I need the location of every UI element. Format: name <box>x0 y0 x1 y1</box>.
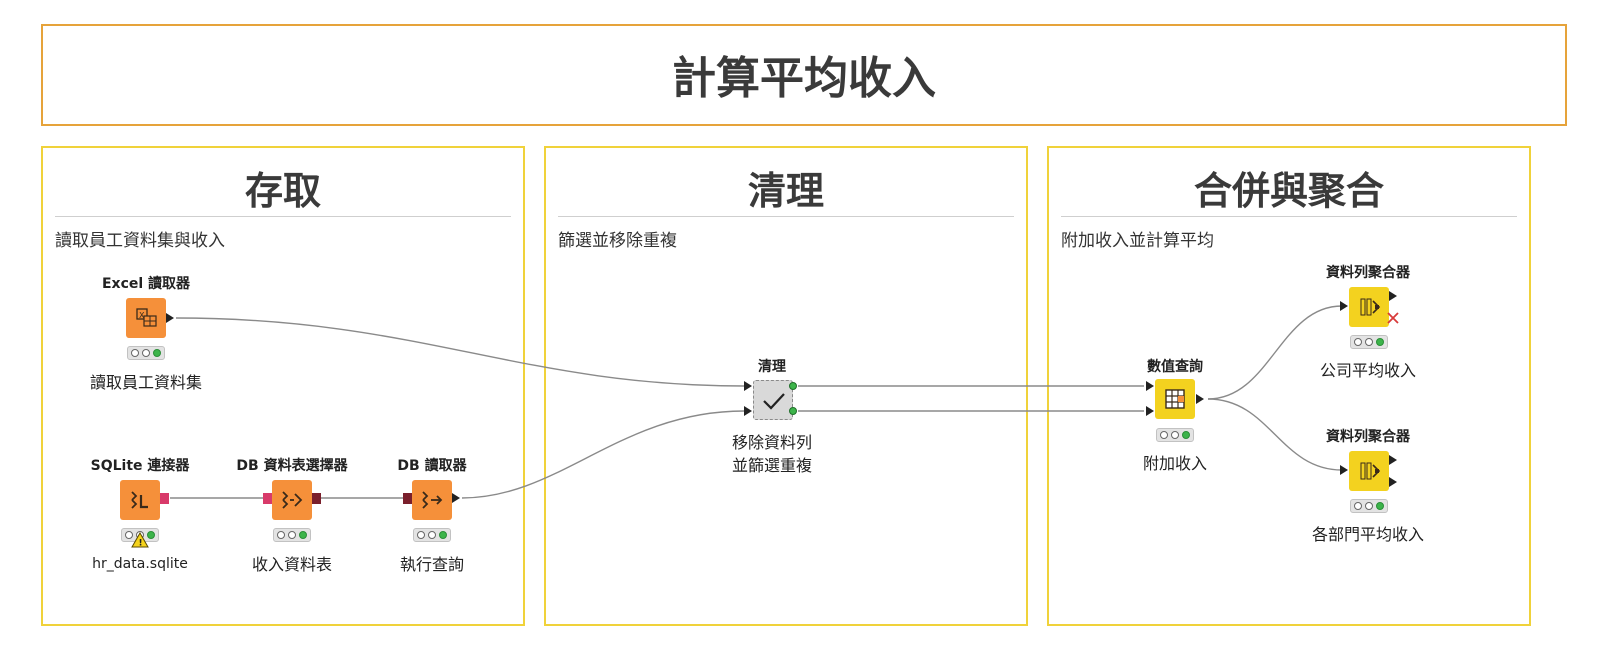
node-db-reader[interactable] <box>412 480 452 520</box>
node-label-sqlite-connector: hr_data.sqlite <box>92 556 188 572</box>
section-description: 讀取員工資料集與收入 <box>55 231 225 251</box>
section-heading: 存取 <box>244 169 321 213</box>
node-status-indicator <box>1156 428 1194 442</box>
spreadsheet-icon: X <box>136 308 157 327</box>
node-label-cleanup: 移除資料列 並篩選重複 <box>732 431 812 477</box>
node-sqlite-connector[interactable] <box>120 480 160 520</box>
node-label-aggregator-department: 各部門平均收入 <box>1311 525 1425 544</box>
node-label-excel-reader: 讀取員工資料集 <box>89 373 203 392</box>
input-port[interactable] <box>744 406 752 416</box>
node-db-table-selector[interactable] <box>272 480 312 520</box>
output-port[interactable] <box>452 493 460 503</box>
db-input-port[interactable] <box>403 493 412 504</box>
node-status-indicator <box>413 528 451 542</box>
connection-excel-to-cleanup <box>175 317 745 387</box>
output-port[interactable] <box>1389 455 1397 465</box>
input-port[interactable] <box>1146 406 1154 416</box>
node-title-aggregator-company: 資料列聚合器 <box>1326 265 1410 281</box>
node-status-indicator <box>1350 335 1388 349</box>
node-title-aggregator-department: 資料列聚合器 <box>1326 429 1410 445</box>
output-port[interactable] <box>1389 477 1397 487</box>
workflow-title-annotation: 計算平均收入 <box>41 24 1567 126</box>
node-title-cleanup: 清理 <box>758 359 786 375</box>
db-output-port[interactable] <box>312 493 321 504</box>
node-status-indicator <box>1350 499 1388 513</box>
node-status-indicator <box>127 346 165 360</box>
section-heading: 清理 <box>747 169 824 213</box>
node-cleanup-component[interactable] <box>753 380 793 420</box>
node-title-db-reader: DB 讀取器 <box>397 458 467 474</box>
output-port[interactable] <box>789 382 797 390</box>
database-connector-icon <box>131 491 148 509</box>
section-divider <box>55 216 511 217</box>
section-divider <box>1061 216 1517 217</box>
node-title-numeric-lookup: 數值查詢 <box>1147 359 1203 375</box>
node-numeric-lookup[interactable] <box>1155 379 1195 419</box>
node-title-db-table-selector: DB 資料表選擇器 <box>236 458 348 474</box>
section-access: 存取 讀取員工資料集與收入 <box>41 146 525 626</box>
aggregate-icon <box>1360 462 1381 480</box>
input-port[interactable] <box>1340 301 1348 311</box>
connection-lookup-to-agg2 <box>1207 398 1343 471</box>
svg-text:!: ! <box>139 539 143 549</box>
checkmark-icon <box>763 393 785 410</box>
connection-lookup-to-agg1 <box>1207 305 1343 400</box>
node-status-indicator <box>273 528 311 542</box>
node-label-line: 移除資料列 <box>731 433 813 452</box>
input-port[interactable] <box>1146 381 1154 391</box>
section-description: 附加收入並計算平均 <box>1061 231 1214 251</box>
table-select-icon <box>282 491 303 509</box>
grid-lookup-icon <box>1165 389 1185 409</box>
output-port[interactable] <box>1196 394 1204 404</box>
node-label-line: 並篩選重複 <box>731 456 813 475</box>
connection-dbreader-to-cleanup <box>461 410 745 499</box>
input-port[interactable] <box>744 381 752 391</box>
node-title-sqlite-connector: SQLite 連接器 <box>90 458 190 474</box>
output-port[interactable] <box>789 407 797 415</box>
aggregate-icon <box>1360 298 1381 316</box>
node-label-db-reader: 執行查詢 <box>399 555 465 574</box>
workflow-title: 計算平均收入 <box>672 53 936 104</box>
section-divider <box>558 216 1014 217</box>
inactive-port-x-icon <box>1387 312 1399 324</box>
node-aggregator-department[interactable] <box>1349 451 1389 491</box>
node-title-excel-reader: Excel 讀取器 <box>101 276 191 292</box>
node-label-numeric-lookup: 附加收入 <box>1142 454 1208 473</box>
db-input-port[interactable] <box>263 493 272 504</box>
input-port[interactable] <box>1340 465 1348 475</box>
section-description: 篩選並移除重複 <box>558 231 677 251</box>
section-heading: 合併與聚合 <box>1193 169 1384 213</box>
output-port[interactable] <box>1389 291 1397 301</box>
svg-text:X: X <box>139 311 145 320</box>
warning-icon: ! <box>131 532 149 548</box>
node-excel-reader[interactable]: X <box>126 298 166 338</box>
output-port[interactable] <box>166 313 174 323</box>
node-aggregator-company[interactable] <box>1349 287 1389 327</box>
db-read-icon <box>422 491 443 509</box>
db-output-port[interactable] <box>160 493 169 504</box>
node-label-aggregator-company: 公司平均收入 <box>1319 361 1417 380</box>
node-label-db-table-selector: 收入資料表 <box>251 555 333 574</box>
